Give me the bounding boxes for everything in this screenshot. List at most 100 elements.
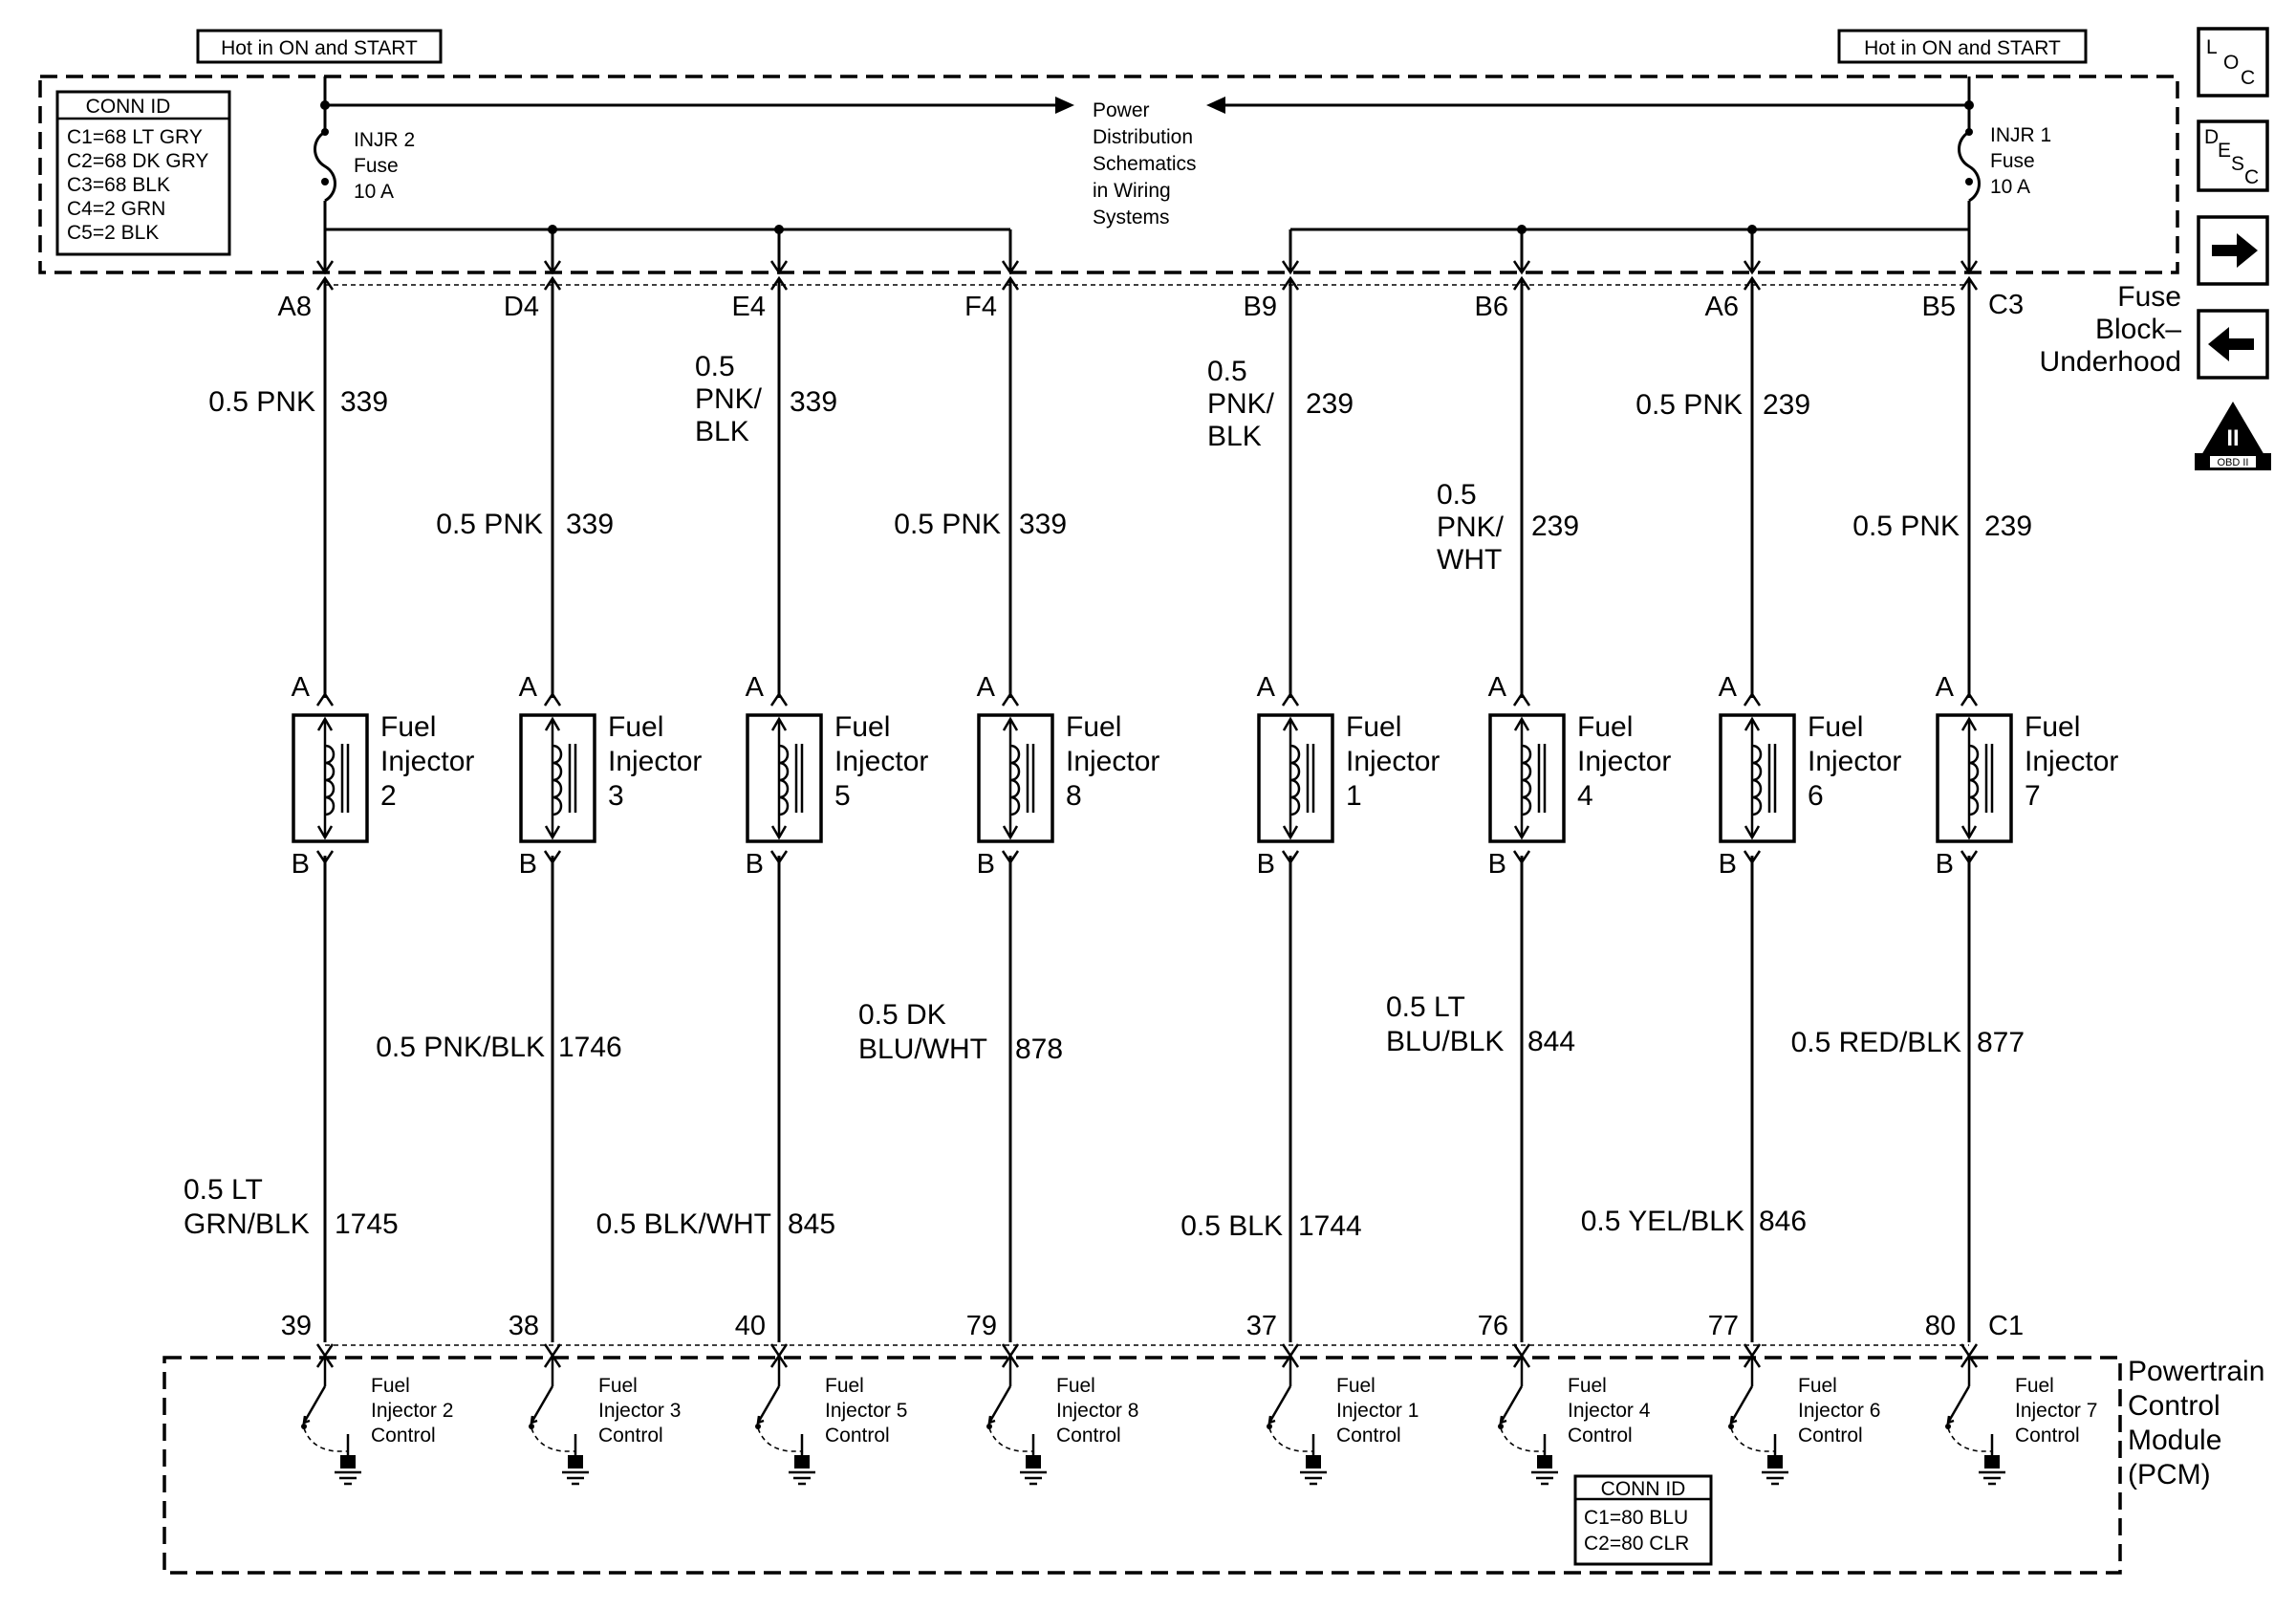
text-line: PNK/ [1207,388,1275,420]
pcm-terminal-arrow [543,1353,562,1368]
top-wire-circuit: 339 [566,509,614,540]
fuse-pin-label: A6 [1705,292,1739,322]
obd-ii-badge[interactable]: OBD II II [2195,402,2271,470]
conn-id-bottom-title: CONN ID [1601,1478,1686,1500]
text-line: Systems [1093,207,1170,228]
injector-pin-a-chevron [1512,691,1531,707]
text-line: C1=80 BLU [1584,1507,1688,1529]
text-line: Fuel [371,1375,410,1397]
text-line: 0.5 [1437,479,1477,511]
svg-text:Hot in ON and START: Hot in ON and START [221,37,418,59]
top-wire-circuit: 239 [1306,388,1354,420]
fuse-block-connector-c3: C3 [1988,290,2024,320]
conn-id-bottom-lines: C1=80 BLU C2=80 CLR [1584,1507,1689,1555]
text-line: 5 [891,1400,908,1422]
text-line: Fuel [1808,711,1863,743]
text-line: 0.5 RED/BLK [1791,1027,1961,1058]
text-line: Injector [380,746,474,777]
text-line: C2=80 CLR [1584,1533,1689,1555]
pcm-pin-label: 38 [509,1311,539,1341]
previous-page-button[interactable] [2197,309,2269,380]
pcm-pin-label: 79 [966,1311,997,1341]
svg-text:Hot in ON and START: Hot in ON and START [1864,37,2061,59]
injector-pin-a: A [746,672,765,703]
text-line: 0.5 DK [858,999,946,1031]
conn-id-top-title: CONN ID [86,96,171,118]
text-line: C2=68 DK GRY [67,150,208,172]
text-line: (PCM) [2128,1459,2211,1490]
pcm-terminal-arrow [1743,1353,1762,1368]
injector-pin-a: A [1719,672,1738,703]
coil-icon [552,744,563,816]
fuse-pin-chevron [1743,275,1762,291]
bottom-wire-color: 0.5 RED/BLK [1791,1027,1961,1058]
text-line: Fuel [825,1375,864,1397]
desc-button[interactable]: D E S C [2197,120,2269,192]
fuse-terminal-arrow [315,260,335,275]
pcm-connector-c1: C1 [1988,1311,2024,1341]
pcm-terminal-arrow [315,1353,335,1368]
pcm-terminal-arrow [769,1353,789,1368]
desc-letter-s: S [2231,153,2244,175]
fuse-pin-chevron [543,275,562,291]
top-wire-circuit: 239 [1763,389,1810,421]
obd-ii-numeral: II [2226,425,2239,451]
text-line: 7 [2081,1400,2098,1422]
bottom-wire-circuit: 844 [1527,1026,1575,1057]
text-line: BLU/WHT [858,1033,987,1065]
fuse-pin-label: B9 [1244,292,1277,322]
obd-ii-text: OBD II [2217,457,2248,468]
text-line: Underhood [2040,346,2181,378]
text-line: 6 [1864,1400,1881,1422]
loc-letter-o: O [2223,52,2239,74]
text-line: Injector [1808,746,1901,777]
top-wire-color: 0.5 PNK [436,509,543,540]
text-line: Fuel [2015,1375,2054,1397]
next-page-button[interactable] [2197,215,2269,286]
injector-pin-a-chevron [1960,691,1979,707]
text-line: Injector [1568,1400,1634,1422]
injector-pin-a: A [1488,672,1507,703]
pcm-pin-label: 39 [281,1311,312,1341]
desc-letter-d: D [2204,126,2219,148]
fuse-pin-label: F4 [964,292,997,322]
pcm-pin-label: 37 [1246,1311,1277,1341]
text-line: Fuse [2117,281,2181,313]
injector-pin-a-chevron [1001,691,1020,707]
text-line: Module [2128,1425,2221,1456]
text-line: 0.5 BLK [1180,1210,1283,1242]
loc-button[interactable]: L O C [2197,27,2269,98]
text-line: 0.5 LT [1386,991,1465,1023]
text-line: Injector [1336,1400,1402,1422]
text-line: Injector [371,1400,437,1422]
fuse-terminal-arrow [543,260,562,275]
injector-pin-b: B [292,849,310,880]
fuse-pin-label: B6 [1475,292,1508,322]
loc-letter-l: L [2206,36,2218,58]
text-line: Control [1336,1425,1401,1447]
text-line: Control [825,1425,890,1447]
text-line: Fuel [1577,711,1633,743]
top-wire-circuit: 339 [790,386,837,418]
text-line: 1 [1402,1400,1419,1422]
fuse-block-border [38,75,2179,274]
